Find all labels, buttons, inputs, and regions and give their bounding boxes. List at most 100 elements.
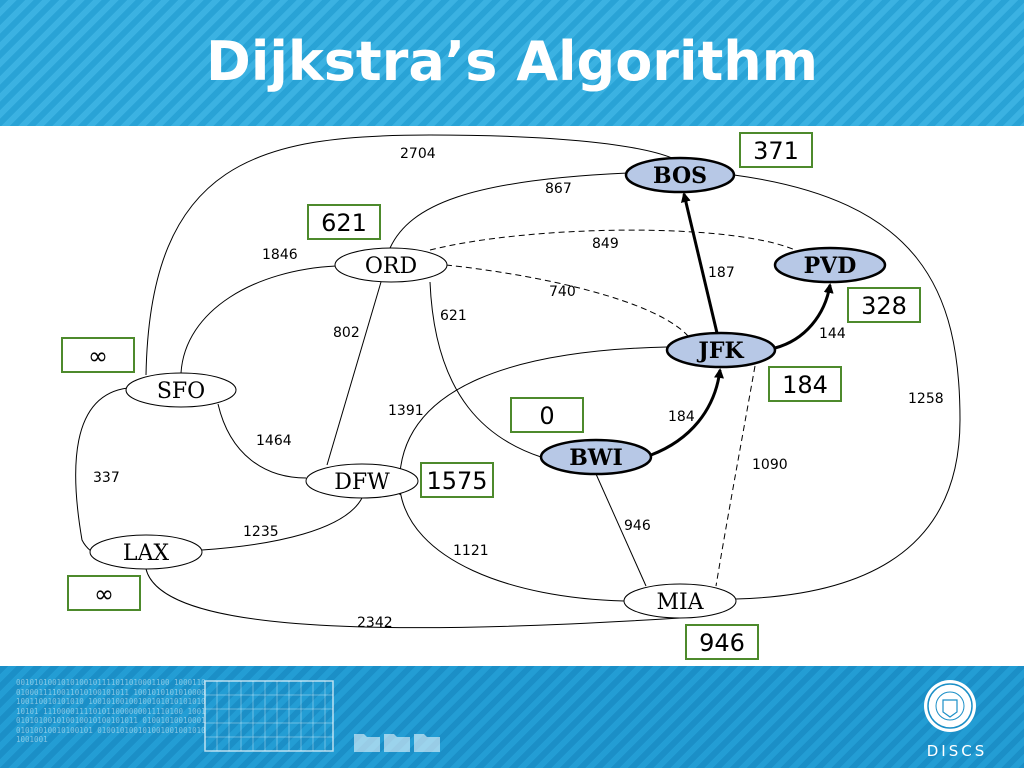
distance-box-jfk: 184 [768, 366, 842, 402]
node-bwi: BWI [539, 438, 653, 476]
distance-value: 184 [782, 371, 828, 399]
edge-weight-label: 1235 [243, 524, 279, 540]
edge-weight-label: 740 [549, 284, 576, 300]
distance-value: 371 [753, 137, 799, 165]
edge-weight-label: 1464 [256, 433, 292, 449]
edges-layer [75, 134, 961, 629]
distance-value: 1575 [426, 467, 487, 495]
edge-sfo-dfw [217, 403, 307, 479]
edge-weight-label: 187 [708, 265, 735, 281]
node-shape [624, 156, 736, 194]
node-shape [665, 331, 777, 369]
edge-weight-label: 337 [93, 470, 120, 486]
edge-weight-label: 621 [440, 308, 467, 324]
edge-ord-dfw [326, 281, 382, 466]
node-shape [773, 246, 887, 284]
edge-lax-dfw [201, 497, 363, 551]
slide-title: Dijkstra’s Algorithm [206, 30, 818, 93]
node-shape [89, 534, 203, 570]
distance-box-border [61, 337, 135, 373]
edge-sfo-ord [180, 265, 337, 374]
node-label: BOS [653, 163, 707, 189]
distance-box-border [67, 575, 141, 611]
distance-box-border [510, 397, 584, 433]
node-ord: ORD [334, 247, 448, 283]
binary-pattern: 0010101001010100101111011010001100 10001… [16, 678, 206, 744]
edge-weight-label: 1121 [453, 543, 489, 559]
distance-box-border [420, 462, 494, 498]
distance-box-border [685, 624, 759, 660]
edge-weight-label: 1258 [908, 391, 944, 407]
node-dfw: DFW [305, 463, 419, 499]
edge-weights-layer: 2704 867 849 1846 187 740 621 802 144 1391 1258 184… [93, 146, 944, 631]
distance-box-bwi: 0 [510, 397, 584, 433]
distance-value: 621 [321, 209, 367, 237]
node-label: BWI [569, 445, 623, 471]
distance-box-sfo: ∞ [61, 337, 135, 373]
node-label: MIA [656, 590, 704, 615]
node-bos: BOS [624, 156, 736, 194]
node-label: SFO [157, 379, 205, 404]
edge-dfw-jfk [399, 346, 668, 496]
node-mia: MIA [623, 583, 737, 619]
edge-weight-label: 946 [624, 518, 651, 534]
distance-value: ∞ [88, 342, 108, 370]
distance-value: 328 [861, 292, 907, 320]
edge-ord-bwi [429, 281, 542, 458]
edge-weight-label: 867 [545, 181, 572, 197]
node-jfk: JFK [665, 331, 777, 369]
edge-sfo-lax [75, 387, 129, 553]
node-label: LAX [123, 541, 169, 566]
distance-value: 0 [539, 402, 554, 430]
distance-box-border [847, 287, 921, 323]
edge-bwi-mia [595, 473, 647, 587]
edge-ord-bos [389, 172, 629, 249]
edge-weight-label: 184 [668, 409, 695, 425]
distance-box-dfw: 1575 [420, 462, 494, 498]
edge-jfk-bos [680, 192, 719, 334]
distance-box-pvd: 328 [847, 287, 921, 323]
distance-boxes-layer: 371 621 328 ∞ 184 0 1575 ∞ 946 [61, 132, 921, 660]
node-shape [305, 463, 419, 499]
nodes-layer: BOS PVD ORD JFK SFO BWI DFW LAX MIA [89, 156, 887, 619]
edge-weight-label: 849 [592, 236, 619, 252]
distance-box-bos: 371 [739, 132, 813, 168]
discs-seal-logo [924, 680, 976, 732]
edge-weight-label: 1391 [388, 403, 424, 419]
distance-value: ∞ [94, 580, 114, 608]
distance-box-mia: 946 [685, 624, 759, 660]
edge-dfw-mia [399, 489, 625, 602]
edge-ord-jfk [445, 264, 689, 337]
folder-icons [354, 734, 440, 752]
distance-box-lax: ∞ [67, 575, 141, 611]
distance-box-border [739, 132, 813, 168]
edge-weight-label: 802 [333, 325, 360, 341]
node-shape [125, 372, 237, 408]
edge-weight-label: 2704 [400, 146, 436, 162]
distance-box-border [307, 204, 381, 240]
node-pvd: PVD [773, 246, 887, 284]
distance-box-ord: 621 [307, 204, 381, 240]
node-sfo: SFO [125, 372, 237, 408]
node-shape [334, 247, 448, 283]
edge-jfk-pvd [774, 283, 834, 350]
edge-bos-mia [733, 174, 961, 600]
edge-weight-label: 2342 [357, 615, 393, 631]
edge-ord-pvd [429, 229, 796, 251]
edge-weight-label: 1846 [262, 247, 298, 263]
node-shape [539, 438, 653, 476]
node-label: ORD [365, 254, 417, 279]
edge-lax-mia [145, 568, 681, 629]
edge-weight-label: 1090 [752, 457, 788, 473]
footer-banner [0, 666, 1024, 768]
node-label: PVD [804, 253, 857, 279]
edge-jfk-mia [715, 365, 756, 587]
discs-logo-text: DISCS [926, 742, 988, 760]
edge-weight-label: 144 [819, 326, 846, 342]
node-shape [623, 583, 737, 619]
chart-graphic-icon [204, 680, 334, 752]
title-banner [0, 0, 1024, 126]
edge-bwi-jfk [650, 368, 724, 457]
distance-value: 946 [699, 629, 745, 657]
